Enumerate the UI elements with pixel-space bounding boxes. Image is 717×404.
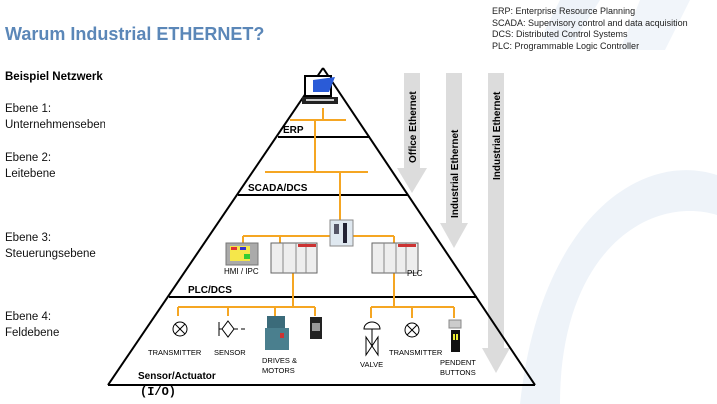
plc-icon bbox=[371, 242, 419, 274]
drives-motors-icon bbox=[265, 316, 289, 350]
drives-label-2: MOTORS bbox=[262, 366, 295, 375]
laptop-icon bbox=[302, 75, 338, 104]
sensor-icon bbox=[218, 320, 245, 338]
tier-sensor-actuator: Sensor/Actuator bbox=[138, 371, 216, 382]
legend-dcs: DCS: Distributed Control Systems bbox=[492, 29, 628, 39]
transmitter-2-label: TRANSMITTER bbox=[389, 348, 443, 357]
transmitter-icon bbox=[172, 321, 188, 337]
plc-label: PLC bbox=[407, 269, 423, 278]
valve-icon bbox=[363, 321, 381, 357]
hmi-ipc-label: HMI / IPC bbox=[224, 267, 259, 276]
pyramid-outline bbox=[107, 67, 536, 386]
sensor-label: SENSOR bbox=[214, 348, 246, 357]
transmitter-label: TRANSMITTER bbox=[148, 348, 202, 357]
tier-erp: ERP bbox=[283, 125, 304, 136]
network-lines bbox=[177, 108, 455, 318]
arrow-label-industrial-2: Industrial Ethernet bbox=[492, 91, 503, 180]
legend-erp: ERP: Enterprise Resource Planning bbox=[492, 6, 636, 16]
io-label: (I/O) bbox=[140, 385, 177, 399]
legend-scada: SCADA: Supervisory control and data acqu… bbox=[492, 17, 688, 28]
level-4-label: Ebene 4:Feldebene bbox=[5, 311, 60, 339]
arrow-label-industrial-1: Industrial Ethernet bbox=[450, 129, 461, 218]
plc-rack-icon bbox=[270, 242, 318, 274]
transmitter-2-icon bbox=[404, 322, 420, 338]
switch-icon bbox=[329, 219, 354, 247]
drives-label-1: DRIVES & bbox=[262, 356, 297, 365]
ethernet-arrows bbox=[397, 73, 510, 373]
level-3-label: Ebene 3:Steuerungsebene bbox=[5, 232, 96, 260]
tier-plc-dcs: PLC/DCS bbox=[188, 285, 232, 296]
level-1-label: Ebene 1:Unternehmensebene bbox=[5, 103, 105, 131]
pendent-buttons-icon bbox=[448, 319, 462, 352]
page-title: Warum Industrial ETHERNET? bbox=[5, 24, 265, 44]
arrow-industrial-ethernet-1 bbox=[440, 73, 468, 248]
drive-controller-icon bbox=[310, 317, 322, 339]
level-2-label: Ebene 2:Leitebene bbox=[5, 152, 56, 180]
pendent-label-1: PENDENT bbox=[440, 358, 476, 367]
arrow-industrial-ethernet-2 bbox=[482, 73, 510, 373]
arrow-label-office: Office Ethernet bbox=[408, 91, 419, 163]
pendent-label-2: BUTTONS bbox=[440, 368, 476, 377]
tier-scada-dcs: SCADA/DCS bbox=[248, 183, 308, 194]
arrow-office-ethernet bbox=[397, 73, 427, 193]
valve-label: VALVE bbox=[360, 360, 383, 369]
abbreviation-legend: ERP: Enterprise Resource Planning SCADA:… bbox=[492, 6, 688, 52]
subtitle: Beispiel Netzwerk bbox=[5, 71, 103, 83]
hmi-ipc-icon bbox=[225, 242, 259, 266]
legend-plc: PLC: Programmable Logic Controller bbox=[492, 40, 640, 51]
